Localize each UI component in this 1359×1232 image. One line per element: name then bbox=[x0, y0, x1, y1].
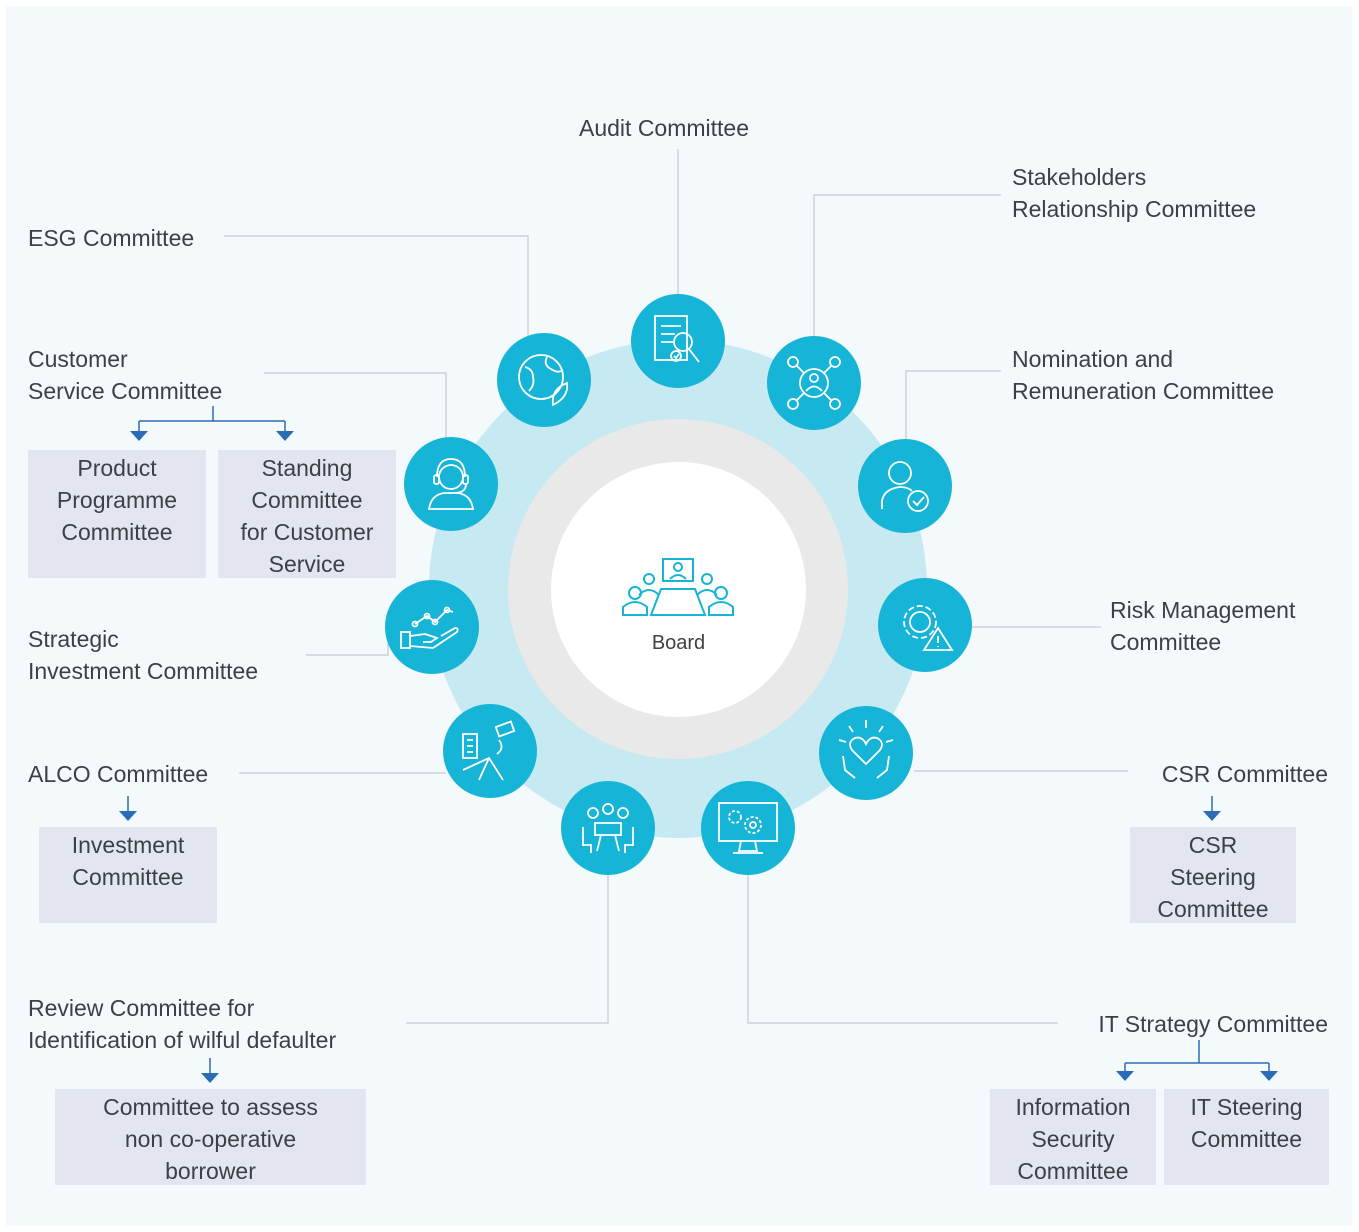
stakeholders-circle[interactable] bbox=[767, 336, 861, 430]
nomination-circle[interactable] bbox=[858, 439, 952, 533]
globe-leaf-icon bbox=[518, 354, 569, 407]
building-money-icon bbox=[462, 720, 516, 781]
csr-committee-label: CSR Committee bbox=[1161, 761, 1328, 787]
csr-circle[interactable] bbox=[819, 706, 913, 800]
stakeholders-committee-label: Stakeholders Relationship Committee bbox=[1012, 164, 1257, 222]
strategic-investment-committee-label: Strategic Investment Committee bbox=[28, 626, 259, 684]
information-security-committee-box: Information Security Committee bbox=[990, 1089, 1156, 1185]
it-steering-committee-box: IT Steering Committee bbox=[1164, 1089, 1329, 1185]
review-circle[interactable] bbox=[561, 781, 655, 875]
customer-service-circle[interactable] bbox=[404, 437, 498, 531]
product-programme-committee-box: Product Programme Committee bbox=[28, 450, 206, 578]
it-strategy-committee-label: IT Strategy Committee bbox=[1098, 1011, 1328, 1037]
standing-committee-customer-service-box: Standing Committee for Customer Service bbox=[218, 450, 396, 578]
hands-heart-icon bbox=[838, 720, 894, 779]
alco-committee-label: ALCO Committee bbox=[28, 761, 209, 787]
review-committee-label: Review Committee for Identification of w… bbox=[28, 995, 337, 1053]
board-label: Board bbox=[651, 632, 706, 654]
non-cooperative-borrower-committee-box: Committee to assess non co-operative bor… bbox=[55, 1089, 366, 1185]
board-center: Board bbox=[551, 462, 806, 717]
esg-committee-label: ESG Committee bbox=[28, 225, 195, 251]
hand-growth-chart-icon bbox=[400, 606, 459, 649]
nomination-committee-label: Nomination and Remuneration Committee bbox=[1012, 346, 1275, 404]
customer-service-committee-label: Customer Service Committee bbox=[28, 346, 223, 404]
risk-management-committee-label: Risk Management Committee bbox=[1110, 597, 1296, 655]
audit-committee-label: Audit Committee bbox=[579, 115, 750, 141]
headset-agent-icon bbox=[427, 458, 475, 510]
risk-management-circle[interactable] bbox=[878, 578, 972, 672]
board-meeting-icon bbox=[622, 558, 734, 616]
it-strategy-circle[interactable] bbox=[701, 781, 795, 875]
monitor-gears-icon bbox=[718, 802, 778, 854]
document-search-icon bbox=[654, 315, 700, 363]
audit-circle[interactable] bbox=[631, 294, 725, 388]
csr-steering-committee-box: CSR Steering Committee bbox=[1130, 827, 1296, 923]
gear-warning-icon bbox=[903, 605, 954, 651]
esg-circle[interactable] bbox=[497, 333, 591, 427]
meeting-table-icon bbox=[582, 803, 634, 853]
network-person-icon bbox=[787, 356, 841, 410]
org-diagram: Board bbox=[6, 6, 1353, 1226]
alco-circle[interactable] bbox=[443, 704, 537, 798]
investment-committee-box: Investment Committee bbox=[39, 827, 217, 923]
strategic-investment-circle[interactable] bbox=[385, 580, 479, 674]
person-check-icon bbox=[881, 461, 929, 512]
